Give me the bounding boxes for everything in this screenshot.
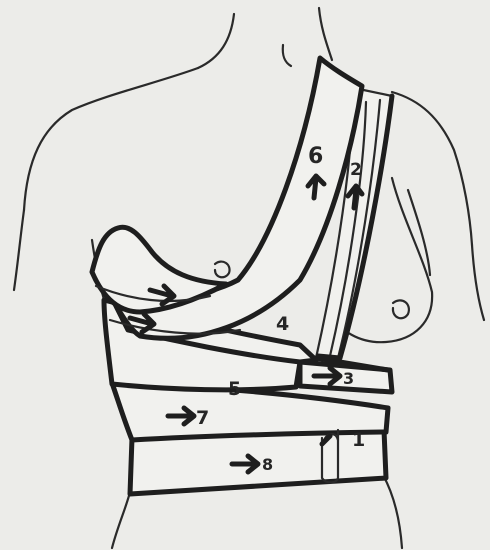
nipple-left bbox=[215, 262, 230, 278]
neck-left-line bbox=[198, 14, 234, 68]
band-3-label: 3 bbox=[343, 369, 354, 388]
right-arm-line bbox=[472, 245, 484, 320]
right-waist-line bbox=[383, 475, 402, 548]
band-5-label: 5 bbox=[228, 378, 241, 400]
nipple-right bbox=[393, 300, 409, 318]
band-7-label: 7 bbox=[196, 407, 209, 429]
left-arm-line bbox=[14, 210, 24, 290]
right-shoulder-line bbox=[392, 92, 472, 245]
band-2-label: 2 bbox=[350, 160, 362, 180]
band-8-label: 8 bbox=[262, 455, 273, 474]
band-1-label: 1 bbox=[352, 429, 365, 451]
band-4-label: 4 bbox=[276, 313, 289, 335]
clavicle-mark bbox=[283, 45, 291, 66]
band-6-label: 6 bbox=[308, 144, 323, 169]
left-waist-line bbox=[112, 492, 130, 548]
neck-right-line bbox=[319, 8, 332, 60]
left-shoulder-line bbox=[24, 68, 198, 210]
